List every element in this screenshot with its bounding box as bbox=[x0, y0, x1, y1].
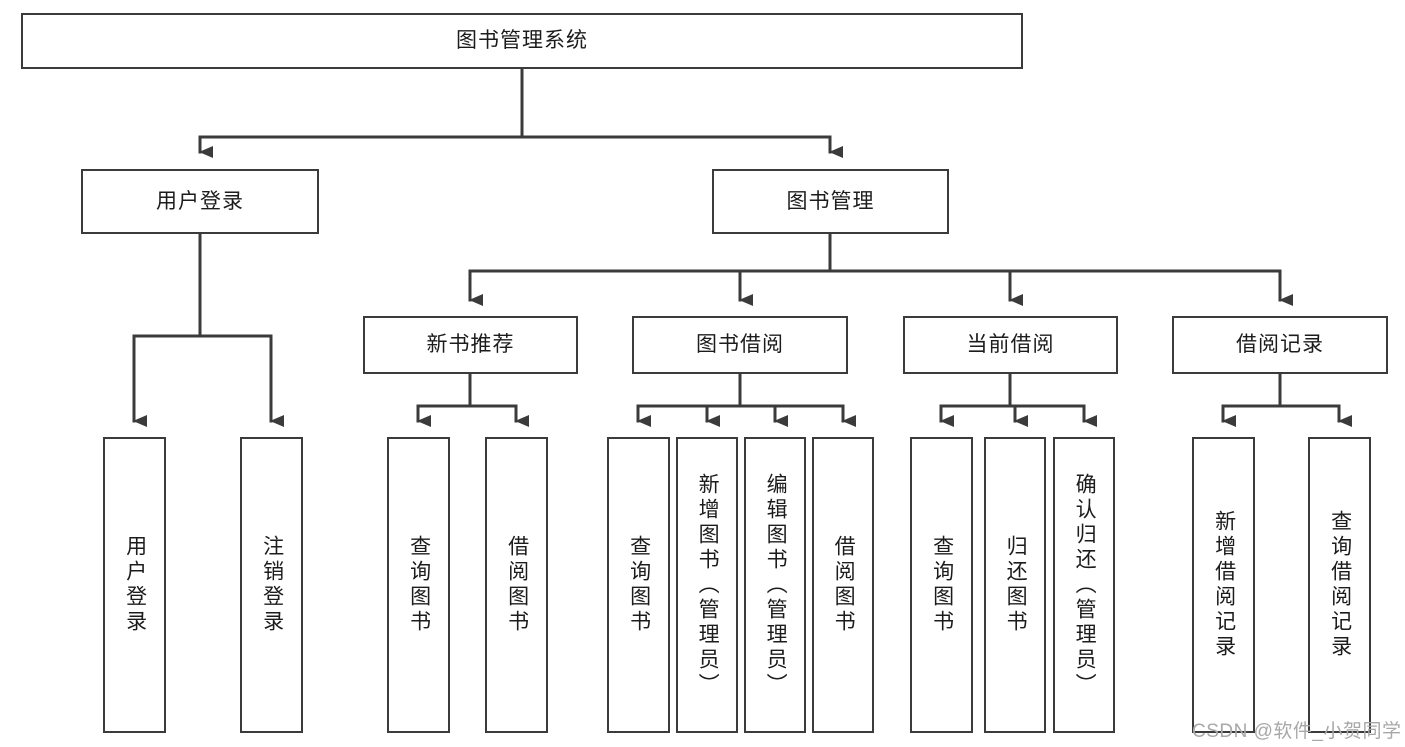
node-new-book-rec[interactable]: 新书推荐 bbox=[363, 316, 578, 374]
node-leaf-user-login[interactable]: 用户登录 bbox=[103, 437, 166, 733]
node-label: 查询借阅记录 bbox=[1328, 510, 1352, 660]
node-leaf-return-book[interactable]: 归还图书 bbox=[984, 437, 1046, 733]
node-current-borrow[interactable]: 当前借阅 bbox=[903, 316, 1118, 374]
node-label: 新书推荐 bbox=[426, 333, 515, 357]
node-leaf-add-book[interactable]: 新增图书（管理员） bbox=[676, 437, 738, 733]
node-label: 新增借阅记录 bbox=[1212, 510, 1236, 660]
node-leaf-query-book-2[interactable]: 查询图书 bbox=[607, 437, 670, 733]
node-book-borrow[interactable]: 图书借阅 bbox=[632, 316, 848, 374]
node-label: 借阅记录 bbox=[1236, 333, 1324, 357]
node-leaf-add-record[interactable]: 新增借阅记录 bbox=[1192, 437, 1255, 733]
node-label: 新增图书（管理员） bbox=[696, 472, 720, 698]
node-leaf-edit-book[interactable]: 编辑图书（管理员） bbox=[744, 437, 806, 733]
node-borrow-record[interactable]: 借阅记录 bbox=[1172, 316, 1388, 374]
node-leaf-query-book-3[interactable]: 查询图书 bbox=[910, 437, 973, 733]
node-label: 确认归还（管理员） bbox=[1073, 472, 1097, 698]
node-label: 编辑图书（管理员） bbox=[764, 472, 788, 698]
node-label: 查询图书 bbox=[407, 535, 431, 635]
node-label: 归还图书 bbox=[1004, 535, 1028, 635]
node-leaf-borrow-book-1[interactable]: 借阅图书 bbox=[485, 437, 548, 733]
node-label: 查询图书 bbox=[930, 535, 954, 635]
node-label: 图书借阅 bbox=[696, 333, 784, 357]
node-book-manage[interactable]: 图书管理 bbox=[712, 169, 949, 234]
node-leaf-query-book-1[interactable]: 查询图书 bbox=[387, 437, 450, 733]
node-label: 借阅图书 bbox=[505, 535, 529, 635]
node-label: 用户登录 bbox=[123, 535, 147, 635]
node-user-login[interactable]: 用户登录 bbox=[81, 169, 319, 234]
node-label: 图书管理 bbox=[786, 189, 875, 213]
node-label: 借阅图书 bbox=[832, 535, 856, 635]
node-label: 图书管理系统 bbox=[456, 29, 588, 53]
node-leaf-borrow-book-2[interactable]: 借阅图书 bbox=[812, 437, 874, 733]
node-leaf-query-record[interactable]: 查询借阅记录 bbox=[1308, 437, 1371, 733]
node-label: 当前借阅 bbox=[966, 333, 1055, 357]
node-label: 注销登录 bbox=[260, 535, 284, 635]
node-leaf-user-logout[interactable]: 注销登录 bbox=[240, 437, 303, 733]
watermark: CSDN @软件_小贺同学 bbox=[1192, 721, 1402, 742]
node-label: 用户登录 bbox=[156, 189, 244, 213]
node-label: 查询图书 bbox=[627, 535, 651, 635]
node-leaf-confirm-return[interactable]: 确认归还（管理员） bbox=[1053, 437, 1115, 733]
node-root-system[interactable]: 图书管理系统 bbox=[21, 13, 1023, 69]
